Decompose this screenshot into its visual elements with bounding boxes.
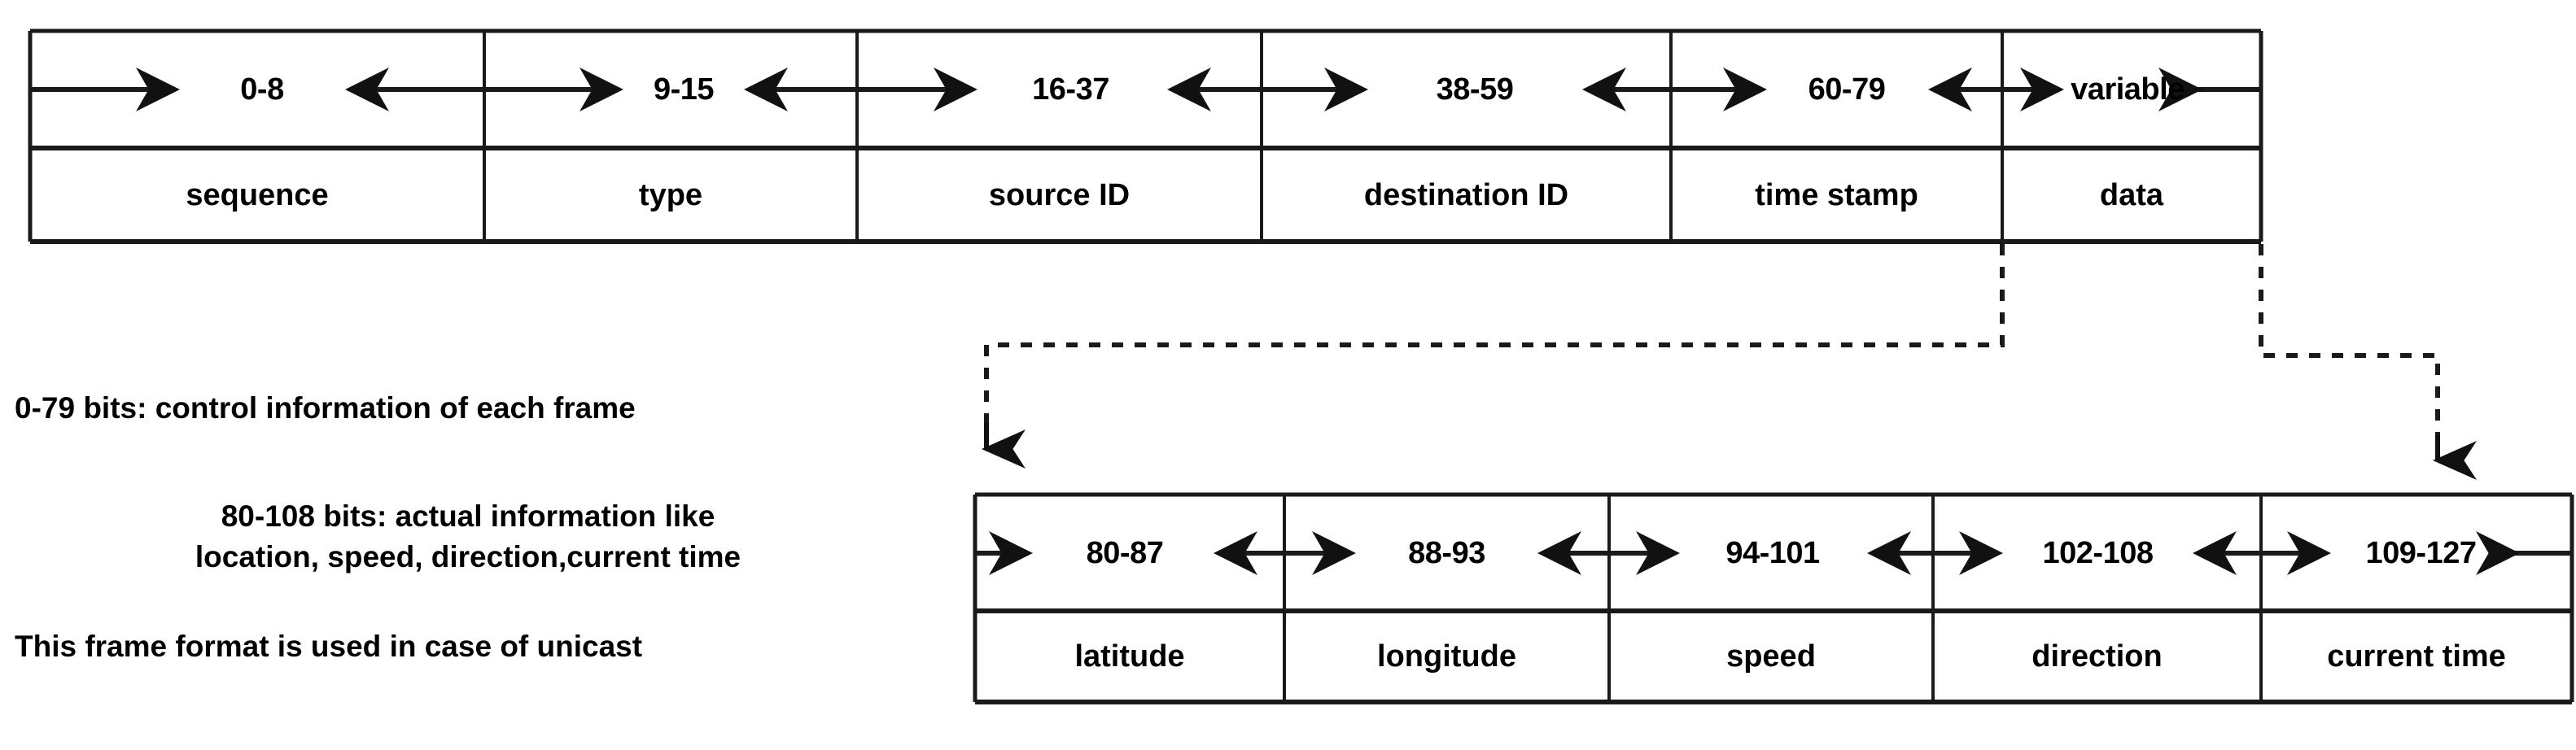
bottom-frame-bits-3: 102-108 <box>2042 535 2154 570</box>
bottom-frame-field-direction: direction <box>2031 639 2163 674</box>
note-control-bits: 0-79 bits: control information of each f… <box>15 391 636 425</box>
top-frame-field-source-id: source ID <box>988 177 1131 212</box>
note-unicast: This frame format is used in case of uni… <box>15 630 643 663</box>
connector-data-right <box>2259 244 2440 434</box>
top-frame-bits-4: 60-79 <box>1808 72 1886 107</box>
bottom-frame-bits-2: 94-101 <box>1725 535 1820 570</box>
note-actual-bits: 80-108 bits: actual information like loc… <box>195 499 741 573</box>
top-frame-field-time-stamp: time stamp <box>1755 177 1918 212</box>
connector-data-left <box>984 244 2005 423</box>
bottom-frame-bits-4: 109-127 <box>2365 535 2477 570</box>
top-frame-bits-0: 0-8 <box>240 72 284 107</box>
bottom-frame-bits-1: 88-93 <box>1408 535 1485 570</box>
bottom-frame-bits-0: 80-87 <box>1086 535 1164 570</box>
top-frame-bits-2: 16-37 <box>1032 72 1109 107</box>
bottom-frame-field-current-time: current time <box>2327 639 2506 674</box>
top-frame-bits-5: variable <box>2071 72 2185 107</box>
top-frame-field-type: type <box>638 177 703 212</box>
top-frame-bits-3: 38-59 <box>1436 72 1514 107</box>
top-frame-field-destination-id: destination ID <box>1363 177 1569 212</box>
top-frame-field-sequence: sequence <box>186 177 329 212</box>
bottom-frame-field-latitude: latitude <box>1074 639 1185 674</box>
bottom-frame-field-speed: speed <box>1726 639 1816 674</box>
top-frame-bits-1: 9-15 <box>653 72 715 107</box>
bottom-frame-field-longitude: longitude <box>1377 639 1516 674</box>
top-frame-field-data: data <box>2099 177 2164 212</box>
